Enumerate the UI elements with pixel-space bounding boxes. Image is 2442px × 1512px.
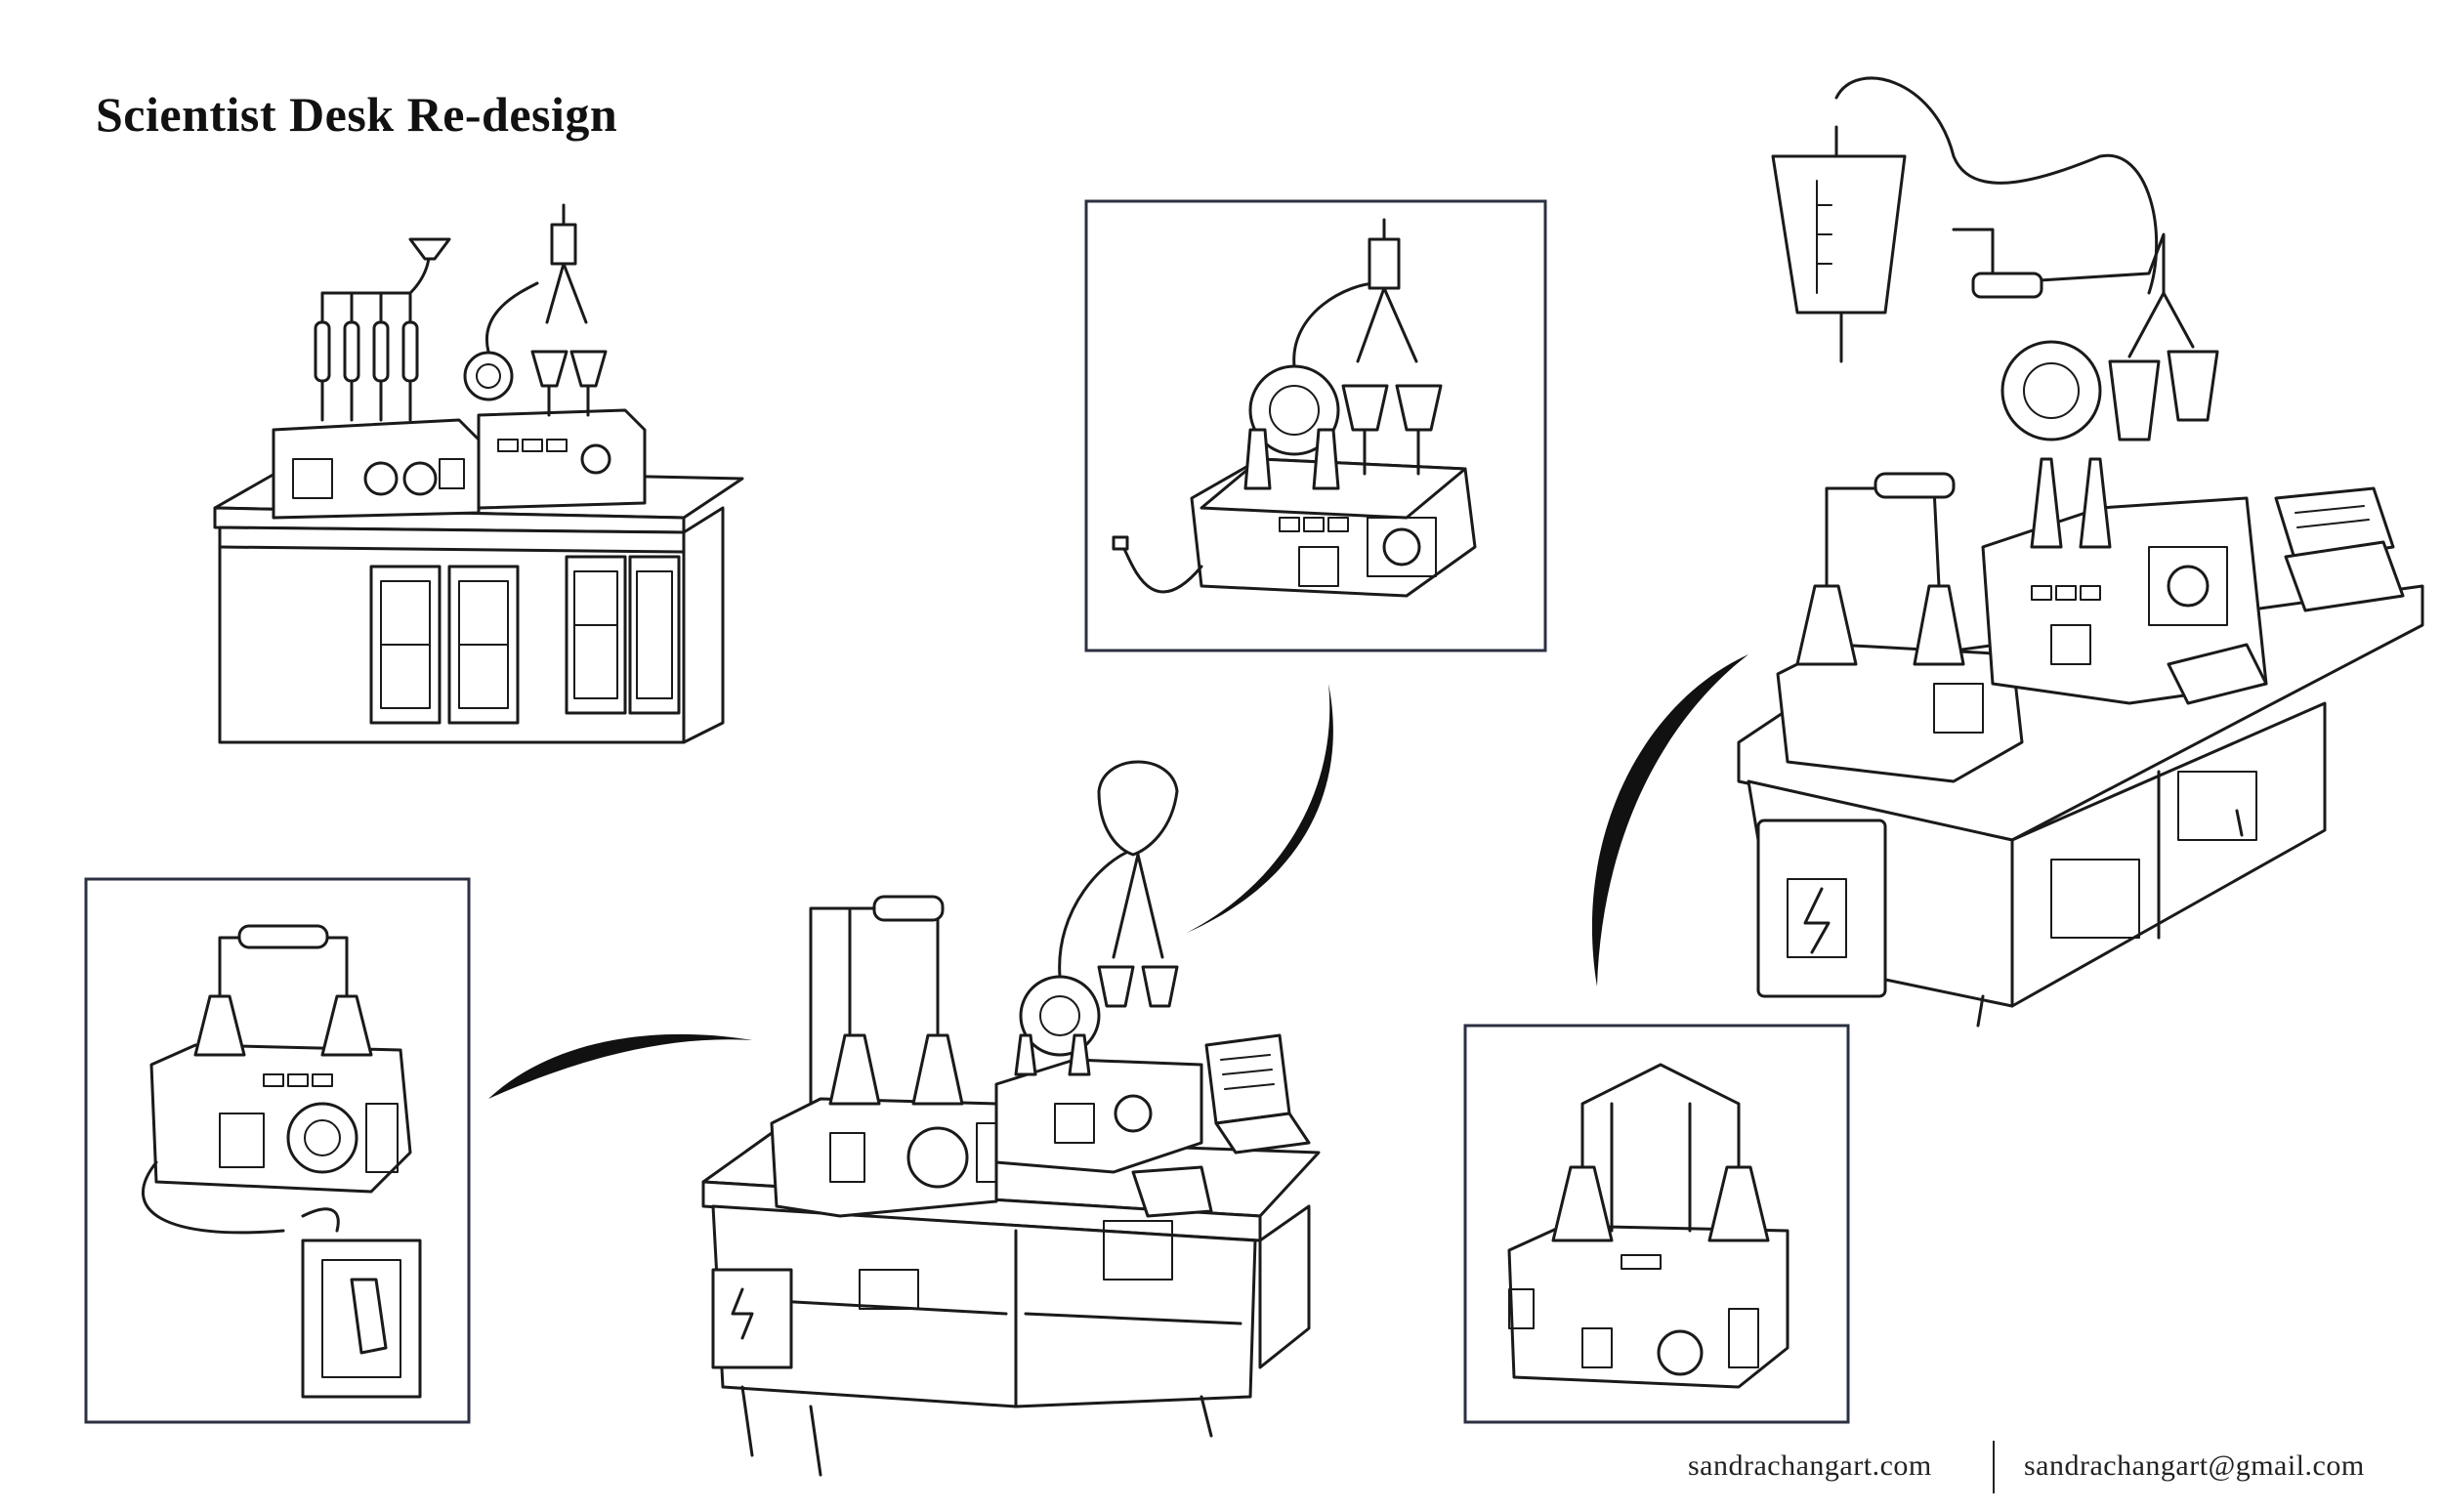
sketch-battery-machine bbox=[142, 924, 422, 1399]
sketch-cabinet-desk bbox=[213, 203, 744, 744]
sketch-condenser-machine bbox=[1507, 1063, 1789, 1389]
detail-frame-funnels bbox=[1084, 199, 1547, 652]
callout-stroke-left bbox=[488, 1033, 752, 1099]
callout-stroke-center bbox=[1187, 684, 1333, 933]
sketch-large-lab-desk bbox=[1737, 76, 2424, 1028]
footer-email: sandrachangart@gmail.com bbox=[2024, 1449, 2365, 1482]
footer-website: sandrachangart.com bbox=[1688, 1449, 1932, 1482]
footer-divider bbox=[1993, 1441, 1995, 1493]
detail-frame-condenser bbox=[1463, 1024, 1850, 1424]
callout-stroke-right bbox=[1591, 654, 1748, 987]
page-title: Scientist Desk Re-design bbox=[96, 87, 618, 142]
sketch-funnel-machine bbox=[1112, 218, 1477, 598]
sketch-main-desk bbox=[701, 760, 1321, 1477]
detail-frame-switch bbox=[84, 877, 471, 1424]
